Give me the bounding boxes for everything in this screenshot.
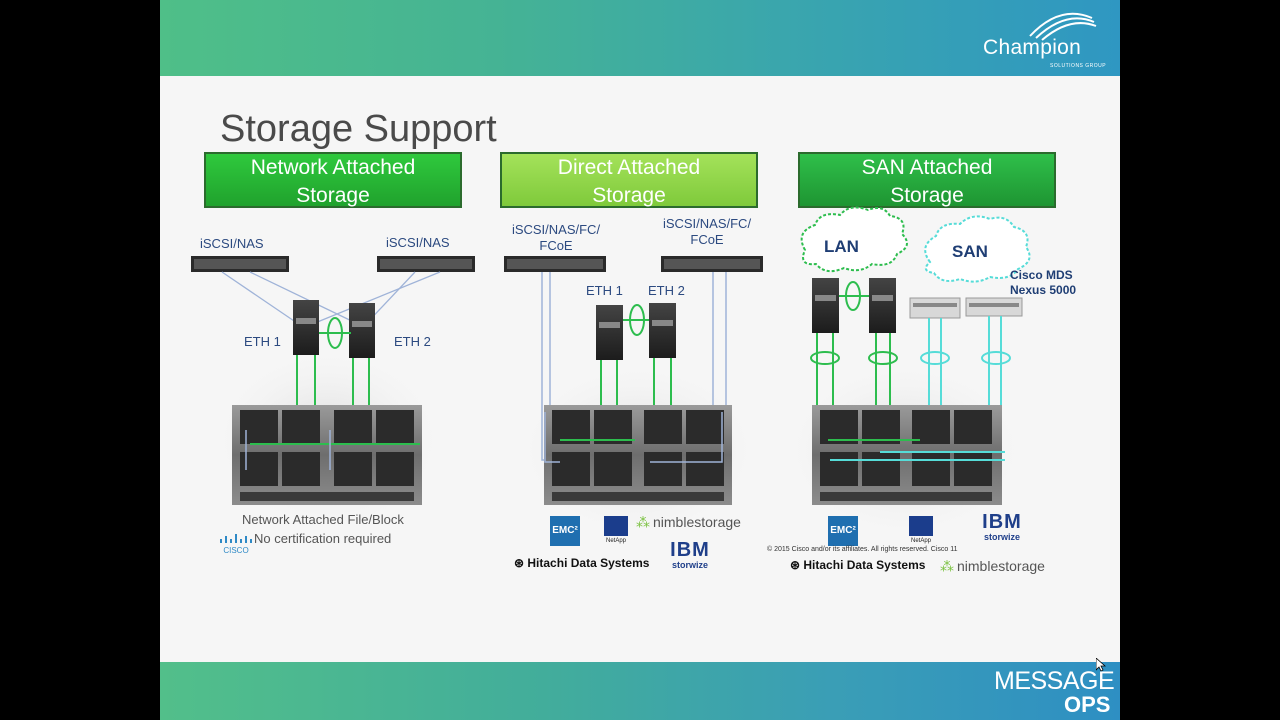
slide-title: Storage Support <box>220 108 497 150</box>
nimblestorage-logo-text: nimblestorage <box>957 558 1045 574</box>
top-banner: Champion SOLUTIONS GROUP <box>160 0 1120 76</box>
nimblestorage-logo-icon: ⁂nimblestorage <box>636 514 741 530</box>
storwize-logo-text: storwize <box>671 560 708 570</box>
nas-fabric-interconnect-2 <box>349 303 375 358</box>
header-network-attached-storage: Network Attached Storage <box>204 152 462 208</box>
das-eth2-label: ETH 2 <box>648 283 685 298</box>
messageops-logo-ops: OPS <box>1064 692 1111 717</box>
das-storage-left-label: iSCSI/NAS/FC/ FCoE <box>504 222 608 254</box>
champion-swoosh-icon <box>1029 12 1097 41</box>
nas-caption-line2: No certification required <box>254 531 392 546</box>
san-fabric-interconnect-2 <box>869 278 896 333</box>
cisco-mds-label: Cisco MDS Nexus 5000 <box>1010 268 1076 298</box>
hitachi-logo-text: Hitachi Data Systems <box>527 556 650 570</box>
svg-text:CISCO: CISCO <box>223 546 248 554</box>
header-nas-line2: Storage <box>296 184 370 207</box>
header-das-line2: Storage <box>592 184 666 207</box>
hitachi-logo-text: Hitachi Data Systems <box>803 558 926 572</box>
header-nas-line1: Network Attached <box>250 156 416 179</box>
nimblestorage-logo-icon: ⁂nimblestorage <box>940 558 1045 574</box>
san-diagram <box>780 206 1031 540</box>
champion-logo-text: Champion <box>983 36 1082 59</box>
san-cloud-label: SAN <box>952 242 988 261</box>
nas-caption-line1: Network Attached File/Block <box>242 512 404 527</box>
das-eth1-label: ETH 1 <box>586 283 623 298</box>
header-direct-attached-storage: Direct Attached Storage <box>500 152 758 208</box>
das-storage-right-line1: iSCSI/NAS/FC/ <box>662 216 752 231</box>
storage-topology-diagram <box>191 206 1031 540</box>
das-storage-right-line2: FCoE <box>690 232 724 247</box>
das-fabric-interconnect-2 <box>649 303 676 358</box>
nimblestorage-logo-text: nimblestorage <box>653 514 741 530</box>
netapp-logo-text: NetApp <box>605 538 626 544</box>
nas-eth1-label: ETH 1 <box>244 334 281 349</box>
messageops-logo-text: MESSAGE <box>994 667 1115 695</box>
header-das-line1: Direct Attached <box>557 156 701 179</box>
nas-diagram <box>191 256 475 535</box>
ibm-storwize-logo-icon: IBM storwize <box>660 540 720 570</box>
ibm-logo-text: IBM <box>982 511 1022 533</box>
champion-logo-subtitle: SOLUTIONS GROUP <box>1050 63 1107 69</box>
netapp-logo-icon: NetApp <box>604 516 628 544</box>
das-storage-left-line1: iSCSI/NAS/FC/ <box>511 222 601 237</box>
netapp-logo-icon: NetApp <box>909 516 933 544</box>
storwize-logo-text: storwize <box>983 532 1020 542</box>
slide: Champion SOLUTIONS GROUP Storage Support… <box>160 0 1120 720</box>
das-storage-left-line2: FCoE <box>539 238 573 253</box>
header-san-line1: SAN Attached <box>861 156 993 179</box>
das-fabric-interconnect-1 <box>596 305 623 360</box>
mouse-cursor-icon <box>1096 658 1106 672</box>
nas-eth2-label: ETH 2 <box>394 334 431 349</box>
cisco-mds-line2: Nexus 5000 <box>1010 283 1077 297</box>
lan-cloud-icon <box>800 206 908 273</box>
san-fabric-interconnect-1 <box>812 278 839 333</box>
header-san-line2: Storage <box>890 184 964 207</box>
bottom-banner: MESSAGE OPS <box>160 662 1120 720</box>
emc-logo-icon: EMC² <box>550 516 580 546</box>
lan-cloud-label: LAN <box>824 237 859 256</box>
nas-storage-right-label: iSCSI/NAS <box>386 235 450 250</box>
das-diagram <box>504 256 763 540</box>
cisco-logo-icon: CISCO <box>220 534 252 554</box>
nas-storage-left-label: iSCSI/NAS <box>200 236 264 251</box>
hitachi-logo-icon: ⊛ Hitachi Data Systems <box>790 558 926 572</box>
nas-fabric-interconnect-1 <box>293 300 319 355</box>
header-san-attached-storage: SAN Attached Storage <box>798 152 1056 208</box>
ibm-logo-text: IBM <box>670 539 710 561</box>
emc-logo-icon: EMC² <box>828 516 858 546</box>
ibm-storwize-logo-icon: IBM storwize <box>972 512 1032 542</box>
netapp-logo-text: NetApp <box>910 538 931 544</box>
hitachi-logo-icon: ⊛ Hitachi Data Systems <box>514 556 650 570</box>
mds-switch-icon <box>909 297 1023 319</box>
cisco-mds-line1: Cisco MDS <box>1010 268 1073 282</box>
copyright-footer: © 2015 Cisco and/or its affiliates. All … <box>767 546 958 553</box>
das-storage-right-label: iSCSI/NAS/FC/ FCoE <box>655 216 759 248</box>
san-cloud-icon <box>924 215 1031 283</box>
